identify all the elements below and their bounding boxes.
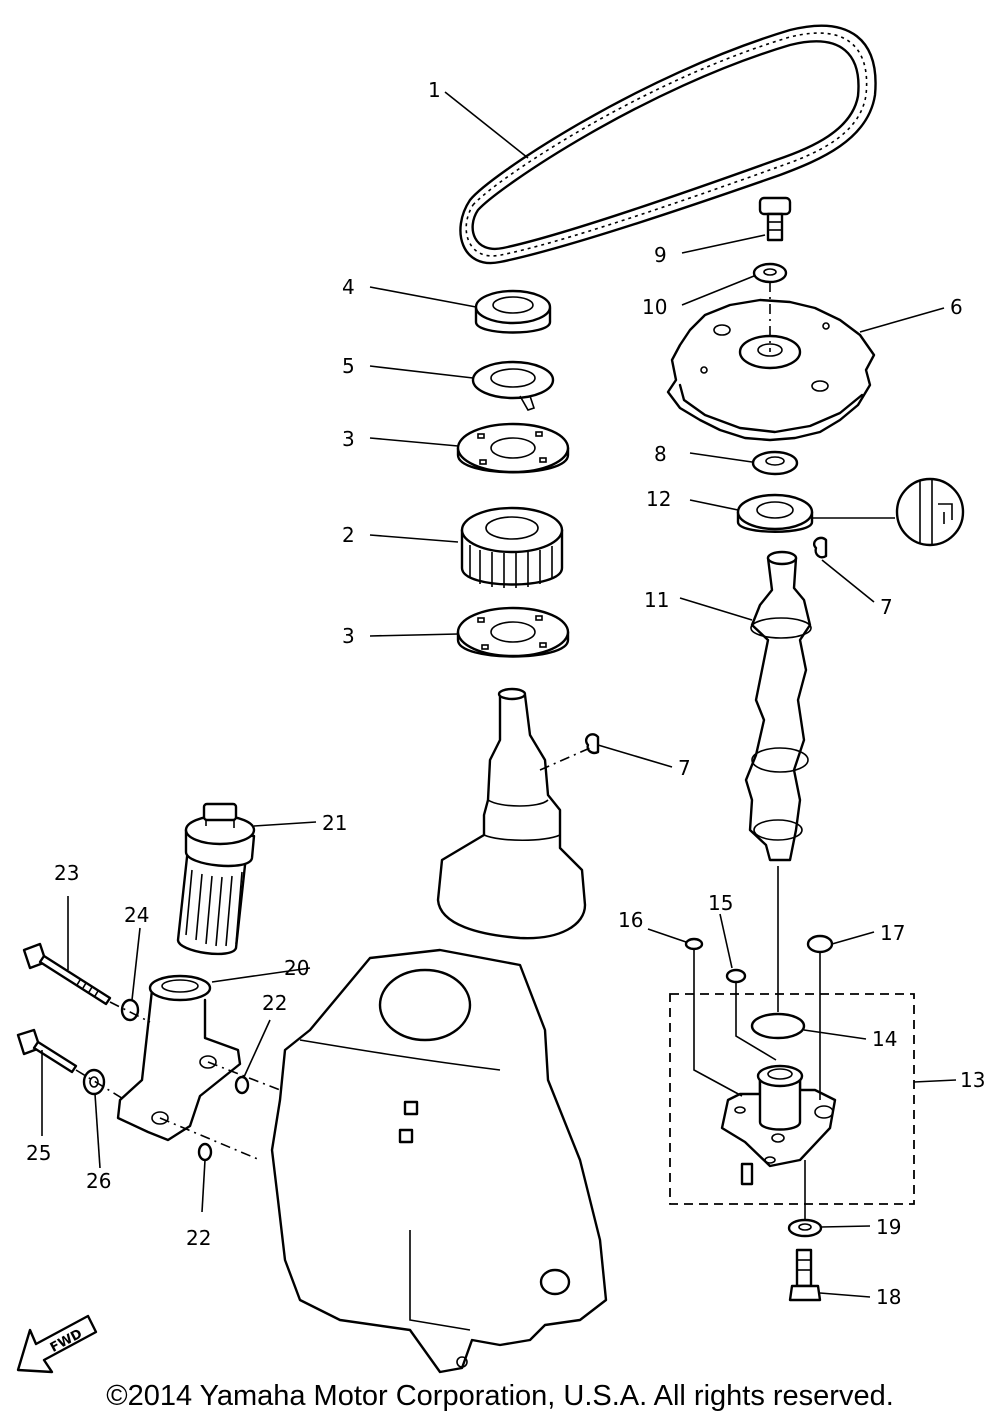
callout-25: 25 xyxy=(26,1141,51,1165)
callout-11: 11 xyxy=(644,588,669,612)
callout-7b: 7 xyxy=(678,756,691,780)
plate-3-upper xyxy=(456,422,570,474)
washer-26 xyxy=(82,1068,106,1096)
callout-10: 10 xyxy=(642,295,667,319)
timing-belt xyxy=(459,24,877,265)
callout-8: 8 xyxy=(654,442,667,466)
callout-16: 16 xyxy=(618,908,643,932)
callout-5: 5 xyxy=(342,354,355,378)
crank-sprocket-2 xyxy=(460,506,564,588)
callout-3b: 3 xyxy=(342,624,355,648)
callout-14: 14 xyxy=(872,1027,897,1051)
copyright-notice: ©2014 Yamaha Motor Corporation, U.S.A. A… xyxy=(106,1380,894,1412)
callout-17: 17 xyxy=(880,921,905,945)
callout-26: 26 xyxy=(86,1169,111,1193)
seal-detail-inset xyxy=(895,477,965,547)
oil-pump-assembly-box xyxy=(669,993,915,1205)
callout-22a: 22 xyxy=(262,991,287,1015)
washer-19 xyxy=(787,1218,823,1238)
bolt-18 xyxy=(788,1248,822,1302)
o-ring-17 xyxy=(806,934,834,954)
bolt-9 xyxy=(758,196,792,242)
callout-22b: 22 xyxy=(186,1226,211,1250)
callout-numbers: 1 2 3 3 4 5 6 7 7 8 9 10 11 12 13 14 15 … xyxy=(26,78,985,1309)
callout-13: 13 xyxy=(960,1068,985,1092)
callout-2: 2 xyxy=(342,523,355,547)
bolt-23 xyxy=(22,942,112,1006)
leader-lines xyxy=(41,91,957,1298)
callout-20: 20 xyxy=(284,956,309,980)
callout-18: 18 xyxy=(876,1285,901,1309)
callout-23: 23 xyxy=(54,861,79,885)
nut-4 xyxy=(474,289,552,334)
callout-12: 12 xyxy=(646,487,671,511)
callout-3a: 3 xyxy=(342,427,355,451)
oil-pump xyxy=(720,1064,837,1186)
callout-19: 19 xyxy=(876,1215,901,1239)
camshaft-pulley xyxy=(666,298,876,442)
camshaft-11 xyxy=(744,550,812,862)
washer-24 xyxy=(120,998,140,1022)
washer-8 xyxy=(751,450,799,476)
callout-4: 4 xyxy=(342,275,355,299)
plate-3-lower xyxy=(456,606,570,658)
callout-15: 15 xyxy=(708,891,733,915)
callout-6: 6 xyxy=(950,295,963,319)
o-ring-22-upper xyxy=(234,1075,250,1095)
oil-filter-21 xyxy=(176,802,256,956)
crankshaft xyxy=(436,687,587,940)
callout-7a: 7 xyxy=(880,595,893,619)
bolt-25 xyxy=(16,1028,78,1074)
oil-seal-12 xyxy=(736,493,814,533)
o-ring-15 xyxy=(725,968,747,984)
fwd-arrow-icon: FWD xyxy=(16,1314,98,1374)
o-ring-14 xyxy=(750,1012,806,1040)
washer-10 xyxy=(752,262,788,284)
callout-24: 24 xyxy=(124,903,149,927)
callout-1: 1 xyxy=(428,78,441,102)
filter-housing-20 xyxy=(116,974,242,1142)
o-ring-16 xyxy=(684,937,704,951)
callout-21: 21 xyxy=(322,811,347,835)
o-ring-22-lower xyxy=(197,1142,213,1162)
callout-9: 9 xyxy=(654,243,667,267)
key-7-lower xyxy=(584,733,600,755)
crankcase-housing xyxy=(270,948,608,1374)
key-7-upper xyxy=(812,536,828,559)
lock-washer-5 xyxy=(471,360,555,411)
